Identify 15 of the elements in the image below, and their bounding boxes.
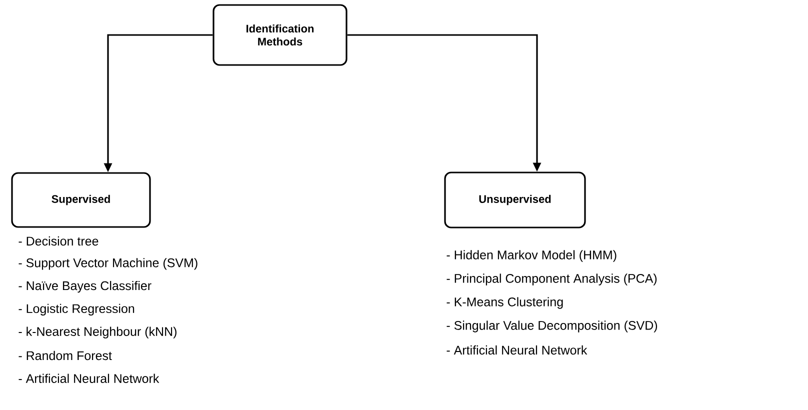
list-item: - K-Means Clustering [446, 297, 563, 309]
list-item: - Singular Value Decomposition (SVD) [446, 320, 658, 332]
list-item: - Artificial Neural Network [18, 374, 160, 383]
process-box: Supervised [11, 172, 151, 228]
process-box: Identification Methods [212, 4, 348, 66]
list-item: - Artificial Neural Network [446, 345, 588, 355]
list-item: - Support Vector Machine (SVM) [18, 258, 198, 270]
list-item: - Decision tree [18, 236, 98, 246]
list-item: - Random Forest [18, 350, 112, 360]
list-item: - Principal Component Analysis (PCA) [446, 274, 657, 286]
list-item: - Logistic Regression [18, 304, 134, 316]
list-item: - Naïve Bayes Classifier [18, 280, 152, 293]
list-item: - Hidden Markov Model (HMM) [446, 250, 616, 262]
process-box: Unsupervised [444, 172, 586, 228]
list-item: - k-Nearest Neighbour (kNN) [18, 326, 176, 338]
